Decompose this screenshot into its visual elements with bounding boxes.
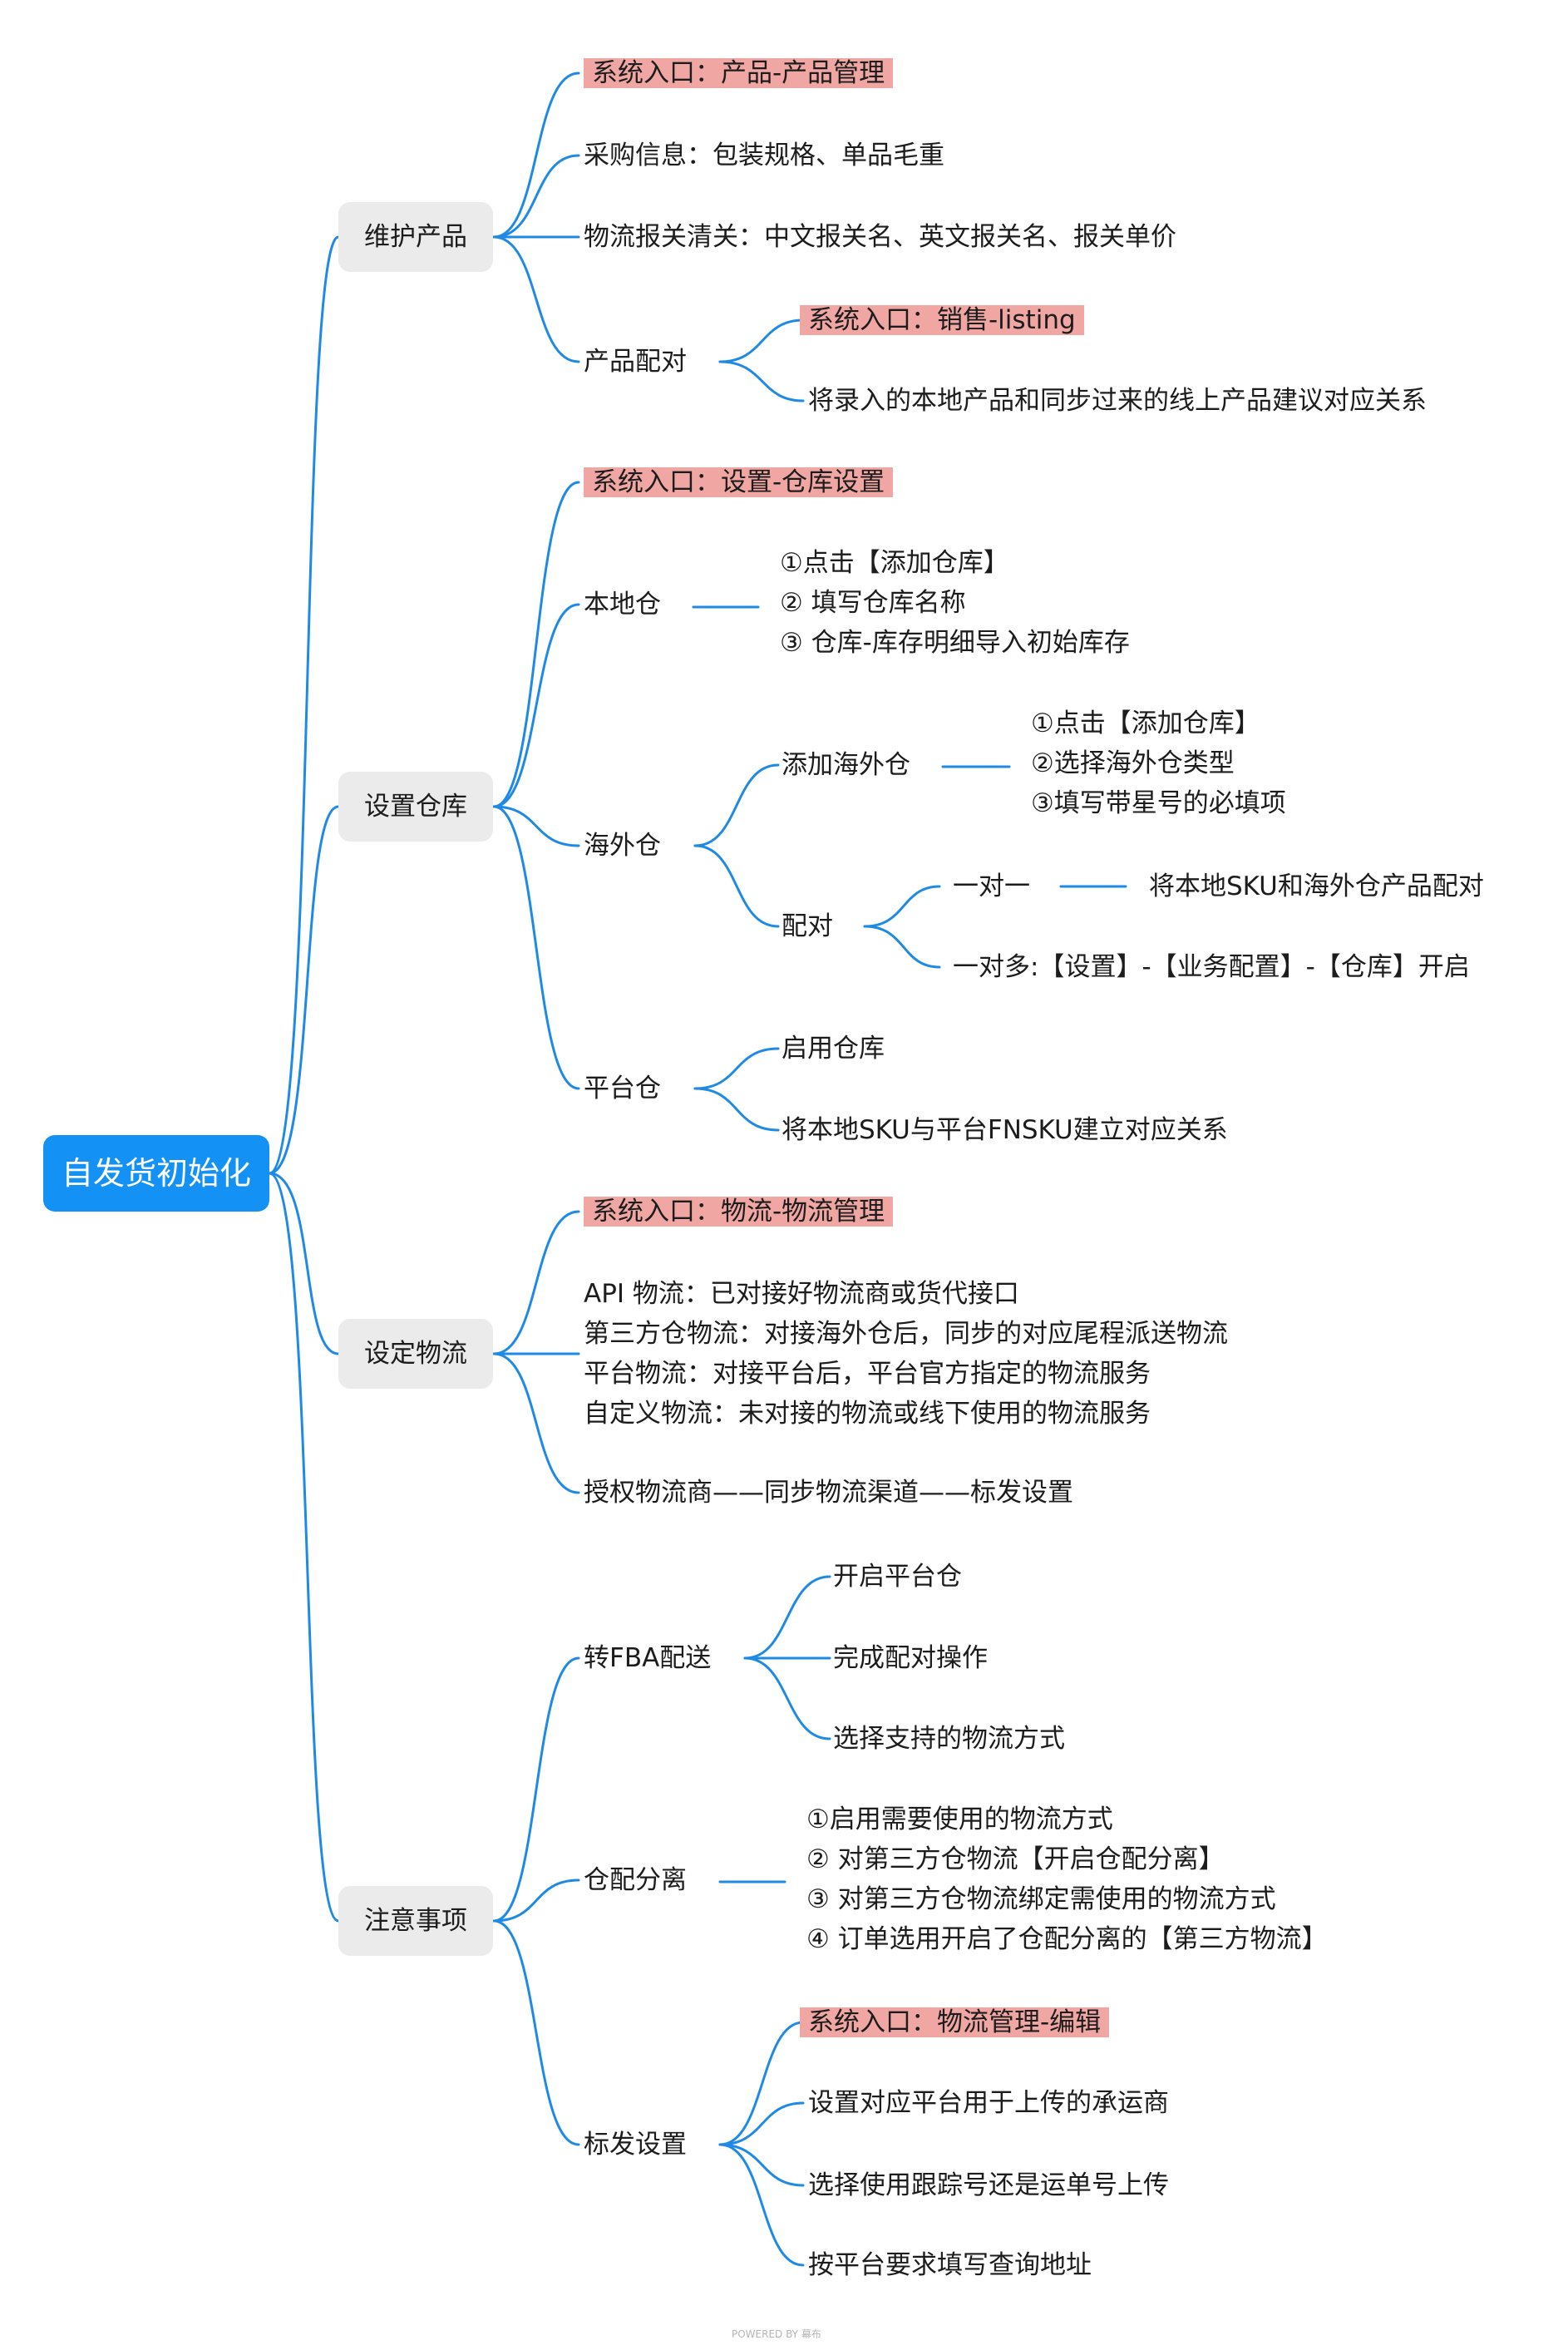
logistics-types[interactable]: API 物流：已对接好物流商或货代接口 第三方仓物流：对接海外仓后，同步的对应尾… (584, 1274, 1228, 1434)
branch-notes[interactable]: 注意事项 (338, 1886, 493, 1956)
mark-entry[interactable]: 系统入口：物流管理-编辑 (800, 2002, 1110, 2042)
product-customs-info[interactable]: 物流报关清关：中文报关名、英文报关名、报关单价 (584, 222, 1176, 252)
root-node[interactable]: 自发货初始化 (43, 1135, 269, 1212)
platform-sku-map[interactable]: 将本地SKU与平台FNSKU建立对应关系 (782, 1115, 1228, 1145)
overseas-pairing[interactable]: 配对 (782, 911, 833, 941)
platform-warehouse[interactable]: 平台仓 (584, 1074, 661, 1103)
pairing-entry-label: 系统入口：销售-listing (800, 305, 1084, 335)
overseas-warehouse[interactable]: 海外仓 (584, 831, 661, 861)
branch-maintain-product[interactable]: 维护产品 (338, 202, 493, 272)
logistics-type: 第三方仓物流：对接海外仓后，同步的对应尾程派送物流 (584, 1319, 1228, 1349)
fba-delivery[interactable]: 转FBA配送 (584, 1643, 712, 1673)
mark-item[interactable]: 选择使用跟踪号还是运单号上传 (808, 2170, 1169, 2200)
logistics-type: 平台物流：对接平台后，平台官方指定的物流服务 (584, 1359, 1151, 1389)
overseas-step: ③填写带星号的必填项 (1031, 788, 1286, 818)
split-step: ①启用需要使用的物流方式 (806, 1804, 1113, 1834)
fba-item[interactable]: 完成配对操作 (833, 1643, 988, 1673)
local-step: ①点击【添加仓库】 (780, 548, 1009, 578)
warehouse-entry-label: 系统入口：设置-仓库设置 (584, 467, 894, 497)
product-entry[interactable]: 系统入口：产品-产品管理 (584, 53, 894, 93)
split-step: ④ 订单选用开启了仓配分离的【第三方物流】 (806, 1924, 1328, 1954)
split-step: ③ 对第三方仓物流绑定需使用的物流方式 (806, 1884, 1276, 1914)
product-pairing[interactable]: 产品配对 (584, 347, 687, 377)
overseas-step: ②选择海外仓类型 (1031, 748, 1235, 778)
local-step: ② 填写仓库名称 (780, 588, 966, 618)
fba-item[interactable]: 选择支持的物流方式 (833, 1724, 1065, 1754)
logistics-type: 自定义物流：未对接的物流或线下使用的物流服务 (584, 1399, 1151, 1429)
pair-one-to-one[interactable]: 一对一 (953, 871, 1030, 901)
product-entry-label: 系统入口：产品-产品管理 (584, 58, 894, 88)
local-step: ③ 仓库-库存明细导入初始库存 (780, 628, 1130, 658)
fba-item[interactable]: 开启平台仓 (833, 1562, 962, 1592)
add-overseas-warehouse[interactable]: 添加海外仓 (782, 750, 910, 780)
branch-warehouse-setup[interactable]: 设置仓库 (338, 772, 493, 842)
platform-enable[interactable]: 启用仓库 (782, 1034, 885, 1064)
pair-one-to-one-desc[interactable]: 将本地SKU和海外仓产品配对 (1149, 871, 1484, 901)
logistics-type: API 物流：已对接好物流商或货代接口 (584, 1279, 1019, 1309)
split-steps[interactable]: ①启用需要使用的物流方式 ② 对第三方仓物流【开启仓配分离】 ③ 对第三方仓物流… (806, 1800, 1328, 1959)
warehouse-entry[interactable]: 系统入口：设置-仓库设置 (584, 462, 894, 502)
warehouse-logistics-split[interactable]: 仓配分离 (584, 1865, 687, 1895)
pairing-desc[interactable]: 将录入的本地产品和同步过来的线上产品建议对应关系 (808, 386, 1427, 416)
pairing-entry[interactable]: 系统入口：销售-listing (800, 300, 1084, 340)
branch-logistics-setup[interactable]: 设定物流 (338, 1319, 493, 1389)
logistics-entry-label: 系统入口：物流-物流管理 (584, 1197, 894, 1227)
overseas-step: ①点击【添加仓库】 (1031, 708, 1260, 738)
mark-item[interactable]: 设置对应平台用于上传的承运商 (808, 2088, 1169, 2118)
powered-by-watermark: POWERED BY 幕布 (732, 2328, 821, 2340)
logistics-flow[interactable]: 授权物流商——同步物流渠道——标发设置 (584, 1478, 1073, 1508)
local-warehouse-steps[interactable]: ①点击【添加仓库】 ② 填写仓库名称 ③ 仓库-库存明细导入初始库存 (780, 543, 1130, 663)
logistics-entry[interactable]: 系统入口：物流-物流管理 (584, 1192, 894, 1232)
mark-item[interactable]: 按平台要求填写查询地址 (808, 2250, 1092, 2280)
local-warehouse[interactable]: 本地仓 (584, 590, 661, 620)
split-step: ② 对第三方仓物流【开启仓配分离】 (806, 1844, 1225, 1874)
pair-one-to-many[interactable]: 一对多:【设置】-【业务配置】-【仓库】开启 (953, 952, 1470, 982)
add-overseas-steps[interactable]: ①点击【添加仓库】 ②选择海外仓类型 ③填写带星号的必填项 (1031, 704, 1286, 823)
mark-entry-label: 系统入口：物流管理-编辑 (800, 2007, 1110, 2037)
product-purchase-info[interactable]: 采购信息：包装规格、单品毛重 (584, 141, 944, 170)
mark-shipped-setup[interactable]: 标发设置 (584, 2130, 687, 2160)
